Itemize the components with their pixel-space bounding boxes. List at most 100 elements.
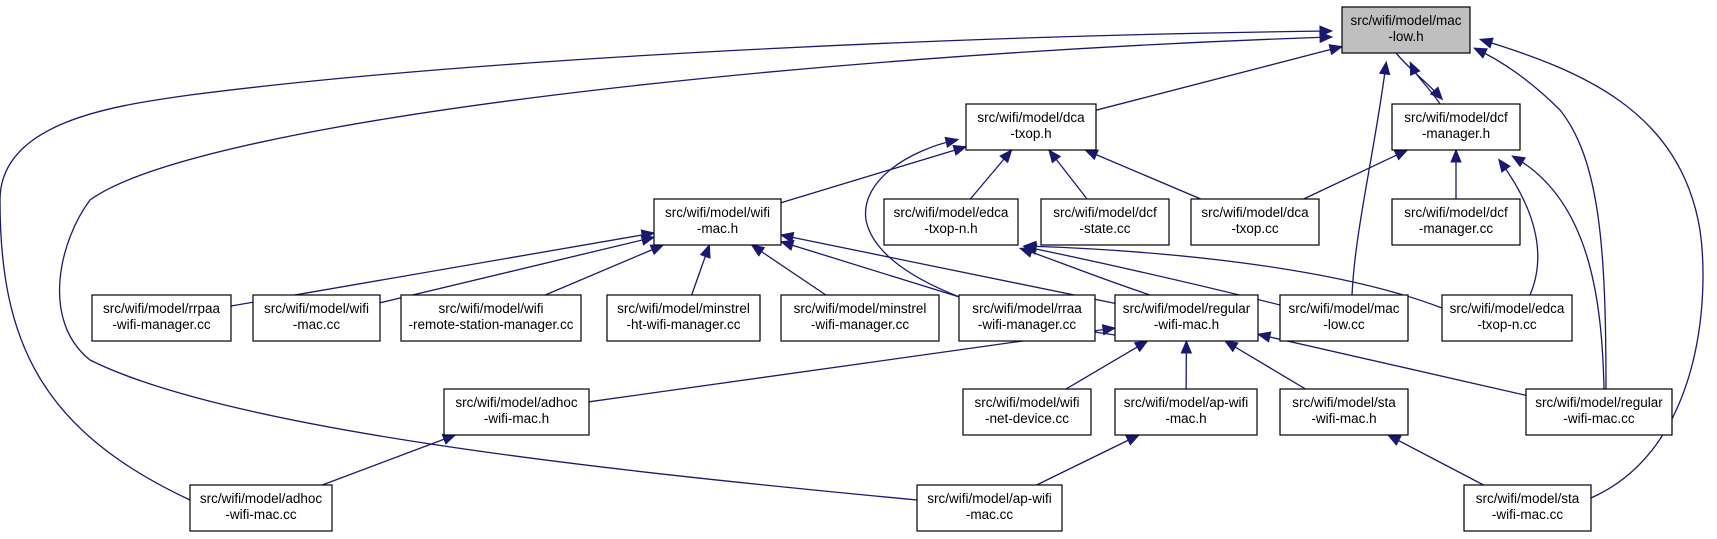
edge-regular-wifi-mac-cc-to-regular-wifi-mac-h-arrowhead [1256,331,1272,343]
node-ap-wifi-mac-h[interactable]: src/wifi/model/ap-wifi-mac.h [1114,388,1258,436]
node-rrpaa-cc-box[interactable] [91,294,232,342]
node-mac-low-cc-label-line-2: -low.cc [1323,317,1365,332]
node-ap-wifi-mac-h-box[interactable] [1114,388,1258,436]
node-mac-low-h[interactable]: src/wifi/model/mac-low.h [1341,6,1471,54]
edge-wifi-mac-h-to-dca-txop-h-arrowhead [952,144,968,156]
node-regular-wifi-mac-cc[interactable]: src/wifi/model/regular-wifi-mac.cc [1525,388,1673,436]
node-mac-low-cc[interactable]: src/wifi/model/mac-low.cc [1279,294,1409,342]
node-dcf-state-cc-label-line-2: -state.cc [1079,221,1130,236]
edge-dca-txop-cc-to-dcf-manager-h [1303,149,1409,200]
node-regular-wifi-mac-h-box[interactable] [1114,294,1259,342]
node-wifi-mac-cc-label-line-2: -mac.cc [293,317,341,332]
node-sta-wifi-mac-cc[interactable]: src/wifi/model/sta-wifi-mac.cc [1463,484,1592,532]
edge-wifi-rsm-cc-to-wifi-mac-h [545,244,665,296]
node-sta-wifi-mac-h[interactable]: src/wifi/model/sta-wifi-mac.h [1279,388,1409,436]
node-adhoc-wifi-mac-cc-label-line-2: -wifi-mac.cc [225,507,296,522]
node-minstrel-cc[interactable]: src/wifi/model/minstrel-wifi-manager.cc [780,294,940,342]
node-sta-wifi-mac-h-box[interactable] [1279,388,1409,436]
node-dcf-manager-h-box[interactable] [1391,103,1521,151]
node-ap-wifi-mac-h-label-line-2: -mac.h [1165,411,1206,426]
edge-dca-txop-cc-to-dca-txop-h [1084,149,1202,200]
node-dcf-state-cc[interactable]: src/wifi/model/dcf-state.cc [1040,198,1170,246]
node-adhoc-wifi-mac-cc-box[interactable] [189,484,333,532]
node-ap-wifi-mac-cc[interactable]: src/wifi/model/ap-wifi-mac.cc [916,484,1063,532]
edge-regular-wifi-mac-h-to-dca-txop-h-arrowhead [944,136,960,149]
edge-dca-txop-cc-to-dcf-manager-h-line [1303,149,1408,200]
node-regular-wifi-mac-h[interactable]: src/wifi/model/regular-wifi-mac.h [1114,294,1259,342]
node-adhoc-wifi-mac-h[interactable]: src/wifi/model/adhoc-wifi-mac.h [443,388,590,436]
edge-ap-wifi-mac-cc-to-ap-wifi-mac-h-line [1036,434,1140,486]
node-dca-txop-h-box[interactable] [965,103,1097,151]
node-wifi-net-device-cc-label-line-1: src/wifi/model/wifi [974,395,1079,410]
edge-minstrel-ht-cc-to-wifi-mac-h [691,243,711,296]
node-dcf-state-cc-box[interactable] [1040,198,1170,246]
node-minstrel-cc-box[interactable] [780,294,940,342]
node-mac-low-cc-box[interactable] [1279,294,1409,342]
node-wifi-net-device-cc[interactable]: src/wifi/model/wifi-net-device.cc [962,388,1092,436]
node-edca-txop-n-h[interactable]: src/wifi/model/edca-txop-n.h [883,198,1019,246]
node-rraa-cc[interactable]: src/wifi/model/rraa-wifi-manager.cc [958,294,1096,342]
node-minstrel-ht-cc[interactable]: src/wifi/model/minstrel-ht-wifi-manager.… [606,294,761,342]
node-dca-txop-h[interactable]: src/wifi/model/dca-txop.h [965,103,1097,151]
node-dca-txop-cc[interactable]: src/wifi/model/dca-txop.cc [1190,198,1320,246]
node-edca-txop-n-h-box[interactable] [883,198,1019,246]
edge-dca-txop-h-to-mac-low-h-line [1095,45,1343,111]
node-dca-txop-cc-label-line-2: -txop.cc [1231,221,1279,236]
node-edca-txop-n-cc[interactable]: src/wifi/model/edca-txop-n.cc [1441,294,1573,342]
node-wifi-mac-cc[interactable]: src/wifi/model/wifi-mac.cc [252,294,381,342]
node-wifi-mac-h-box[interactable] [653,198,782,246]
edge-sta-wifi-mac-h-to-regular-wifi-mac-h [1223,340,1306,390]
node-dca-txop-h-label-line-2: -txop.h [1010,126,1051,141]
edge-adhoc-wifi-mac-cc-to-adhoc-wifi-mac-h [321,434,457,486]
edge-dca-txop-cc-to-dca-txop-h-arrowhead [1084,149,1099,161]
edge-edca-txop-n-h-to-dca-txop-h-arrowhead [999,149,1013,164]
node-regular-wifi-mac-cc-box[interactable] [1525,388,1673,436]
node-wifi-net-device-cc-box[interactable] [962,388,1092,436]
edges-layer [0,25,1704,501]
node-wifi-mac-h[interactable]: src/wifi/model/wifi-mac.h [653,198,782,246]
node-wifi-rsm-cc-box[interactable] [400,294,582,342]
node-sta-wifi-mac-cc-label-line-1: src/wifi/model/sta [1476,491,1580,506]
edge-mac-low-h-to-dcf-manager-h-arrowhead [1429,86,1444,101]
edge-rrpaa-cc-to-wifi-mac-h-line [230,232,655,307]
edge-sta-wifi-mac-h-to-regular-wifi-mac-h-arrowhead [1223,340,1239,353]
node-edca-txop-n-cc-box[interactable] [1441,294,1573,342]
node-dcf-manager-cc-label-line-1: src/wifi/model/dcf [1404,205,1508,220]
edge-minstrel-cc-to-wifi-mac-h-arrowhead [750,244,766,257]
edge-edca-txop-n-cc-to-edca-txop-n-h-arrowhead [1022,240,1037,253]
node-wifi-rsm-cc[interactable]: src/wifi/model/wifi-remote-station-manag… [400,294,582,342]
node-dcf-manager-h[interactable]: src/wifi/model/dcf-manager.h [1391,103,1521,151]
edge-edca-txop-n-cc-to-dcf-manager-h-arrowhead [1498,158,1511,173]
edge-ap-wifi-mac-cc-to-ap-wifi-mac-h-arrowhead [1125,434,1141,446]
node-mac-low-h-label-line-1: src/wifi/model/mac [1350,13,1461,28]
edge-ap-wifi-mac-cc-to-mac-low-h [58,31,1334,501]
node-mac-low-h-box[interactable] [1341,6,1471,54]
node-rrpaa-cc[interactable]: src/wifi/model/rrpaa-wifi-manager.cc [91,294,232,342]
node-rraa-cc-box[interactable] [958,294,1096,342]
edge-wifi-rsm-cc-to-wifi-mac-h-line [545,244,664,296]
node-minstrel-ht-cc-box[interactable] [606,294,761,342]
node-adhoc-wifi-mac-h-label-line-1: src/wifi/model/adhoc [455,395,578,410]
node-wifi-mac-cc-box[interactable] [252,294,381,342]
edge-dca-txop-cc-to-dca-txop-h-line [1084,149,1202,200]
edge-edca-txop-n-cc-to-edca-txop-n-h-line [1025,245,1443,309]
node-minstrel-ht-cc-label-line-2: -ht-wifi-manager.cc [626,317,740,332]
edge-ap-wifi-mac-cc-to-ap-wifi-mac-h [1036,434,1141,486]
node-rraa-cc-label-line-2: -wifi-manager.cc [978,317,1077,332]
edge-wifi-mac-cc-to-wifi-mac-h-arrowhead [640,234,656,246]
node-adhoc-wifi-mac-h-box[interactable] [443,388,590,436]
node-dcf-manager-cc-box[interactable] [1391,198,1521,246]
node-dcf-state-cc-label-line-1: src/wifi/model/dcf [1053,205,1157,220]
node-wifi-rsm-cc-label-line-1: src/wifi/model/wifi [438,301,543,316]
edge-sta-wifi-mac-cc-to-sta-wifi-mac-h-line [1387,434,1484,486]
node-dcf-manager-cc-label-line-2: -manager.cc [1419,221,1494,236]
node-dca-txop-cc-box[interactable] [1190,198,1320,246]
node-sta-wifi-mac-h-label-line-2: -wifi-mac.h [1311,411,1376,426]
node-regular-wifi-mac-cc-label-line-2: -wifi-mac.cc [1563,411,1634,426]
node-ap-wifi-mac-cc-box[interactable] [916,484,1063,532]
edge-regular-wifi-mac-cc-to-regular-wifi-mac-h-line [1257,333,1527,396]
node-dcf-manager-h-label-line-2: -manager.h [1422,126,1490,141]
node-dcf-manager-cc[interactable]: src/wifi/model/dcf-manager.cc [1391,198,1521,246]
node-adhoc-wifi-mac-cc[interactable]: src/wifi/model/adhoc-wifi-mac.cc [189,484,333,532]
node-sta-wifi-mac-cc-box[interactable] [1463,484,1592,532]
